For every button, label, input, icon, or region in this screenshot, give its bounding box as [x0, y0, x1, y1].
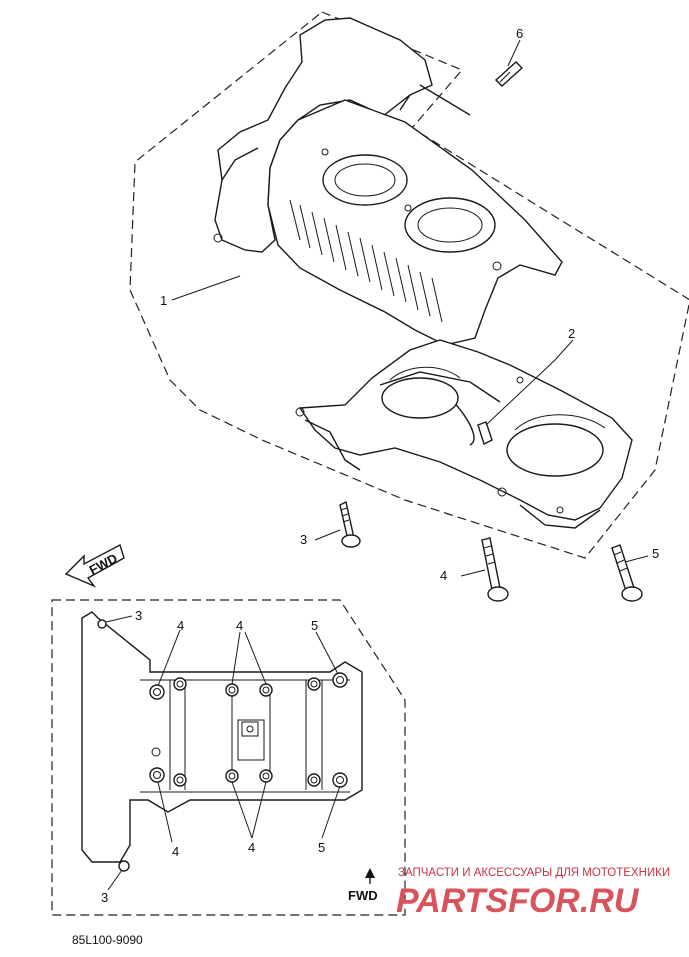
svg-text:FWD: FWD: [87, 550, 120, 577]
label-part-2: 2: [568, 326, 575, 341]
label-part-4: 4: [440, 568, 447, 583]
inset-label-4-top-left: 4: [177, 618, 184, 633]
watermark-tagline: ЗАПЧАСТИ И АКСЕССУАРЫ ДЛЯ МОТОТЕХНИКИ: [398, 867, 670, 879]
fwd-arrow-inset: FWD: [348, 868, 378, 903]
inset-label-4-top-mid: 4: [236, 618, 243, 633]
diagram-code: 85L100-9090: [72, 933, 143, 947]
watermark-logo: PARTSFOR.RU: [396, 882, 640, 920]
inset-label-4-bottom-left: 4: [172, 844, 179, 859]
inset-label-5-bottom: 5: [318, 840, 325, 855]
label-part-6: 6: [516, 26, 523, 41]
bolt-3: [339, 500, 361, 548]
inset-label-3-bottom: 3: [101, 890, 108, 905]
upper-crankcase: [213, 17, 563, 346]
fwd-arrow-main: FWD: [64, 543, 125, 588]
inset-crankcase-outline: [81, 611, 363, 863]
bolt-4: [481, 537, 509, 602]
inset-boundary-dashed: [51, 599, 406, 916]
bolt-5: [611, 544, 643, 602]
label-part-3: 3: [300, 532, 307, 547]
label-part-1: 1: [160, 293, 167, 308]
part-6-plug: [494, 61, 524, 87]
label-part-5: 5: [652, 546, 659, 561]
inset-label-3-top: 3: [135, 608, 142, 623]
lower-crankcase: [295, 339, 633, 529]
inset-label-4-bottom-mid: 4: [248, 840, 255, 855]
leader-lines: [171, 39, 649, 577]
inset-label-5-top: 5: [311, 618, 318, 633]
watermark: ЗАПЧАСТИ И АКСЕССУАРЫ ДЛЯ МОТОТЕХНИКИ PA…: [396, 867, 670, 920]
inset-bolt-holes: [97, 619, 348, 872]
inset-leader-lines: [105, 615, 341, 891]
svg-text:FWD: FWD: [348, 888, 378, 903]
